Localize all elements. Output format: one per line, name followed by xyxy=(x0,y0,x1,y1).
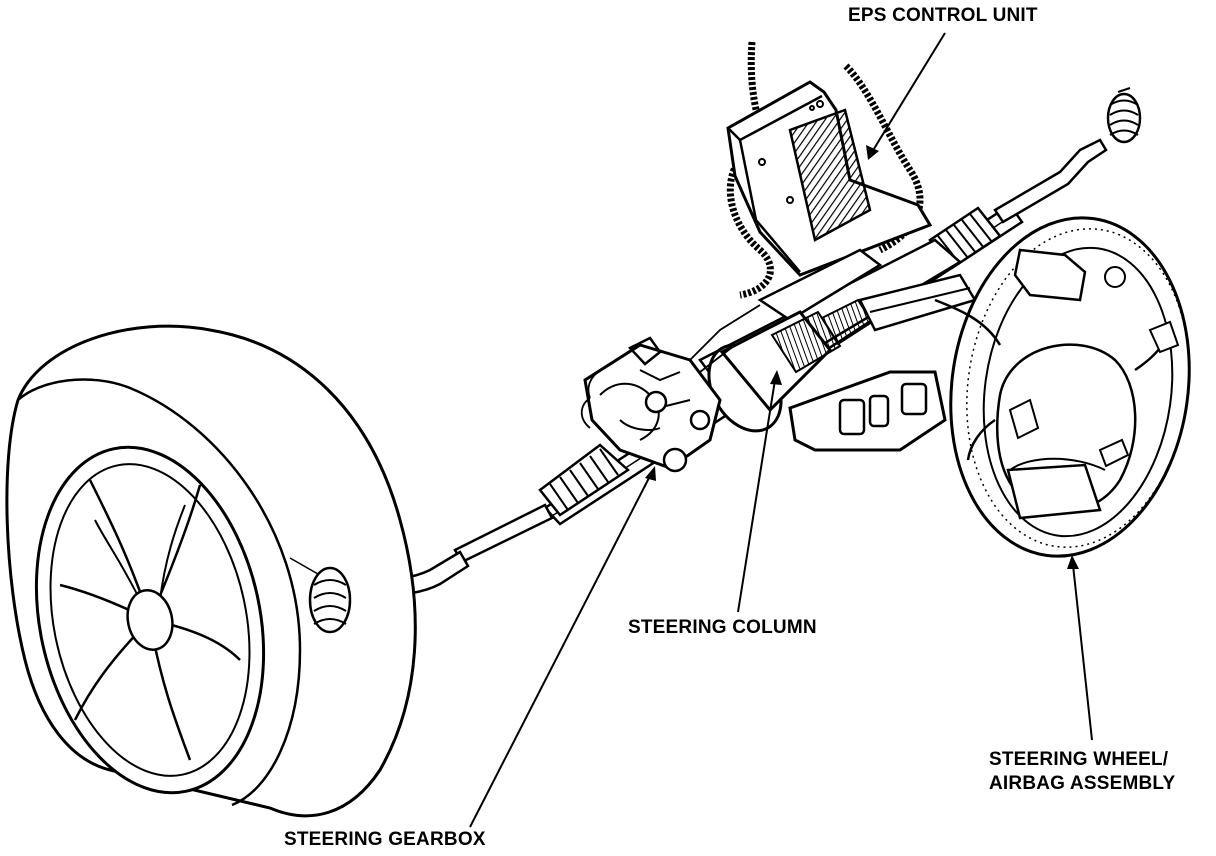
steering-wheel-label-line2: AIRBAG ASSEMBLY xyxy=(989,773,1176,794)
steering-column-label: STEERING COLUMN xyxy=(628,617,817,638)
eps-control-unit-label: EPS CONTROL UNIT xyxy=(848,5,1038,26)
steering-wheel-label-line1: STEERING WHEEL/ xyxy=(989,749,1169,770)
steering-gearbox xyxy=(538,304,761,517)
steering-column xyxy=(698,238,977,452)
steering-wheel-airbag-label: STEERING WHEEL/ AIRBAG ASSEMBLY xyxy=(989,748,1175,796)
steering-gearbox-label: STEERING GEARBOX xyxy=(284,829,486,850)
right-tie-rod-end xyxy=(1106,87,1142,144)
steering-wheel xyxy=(934,216,1191,558)
eps-control-unit xyxy=(726,41,933,299)
callout-lines xyxy=(469,32,1093,828)
wheel-tire xyxy=(5,324,417,818)
